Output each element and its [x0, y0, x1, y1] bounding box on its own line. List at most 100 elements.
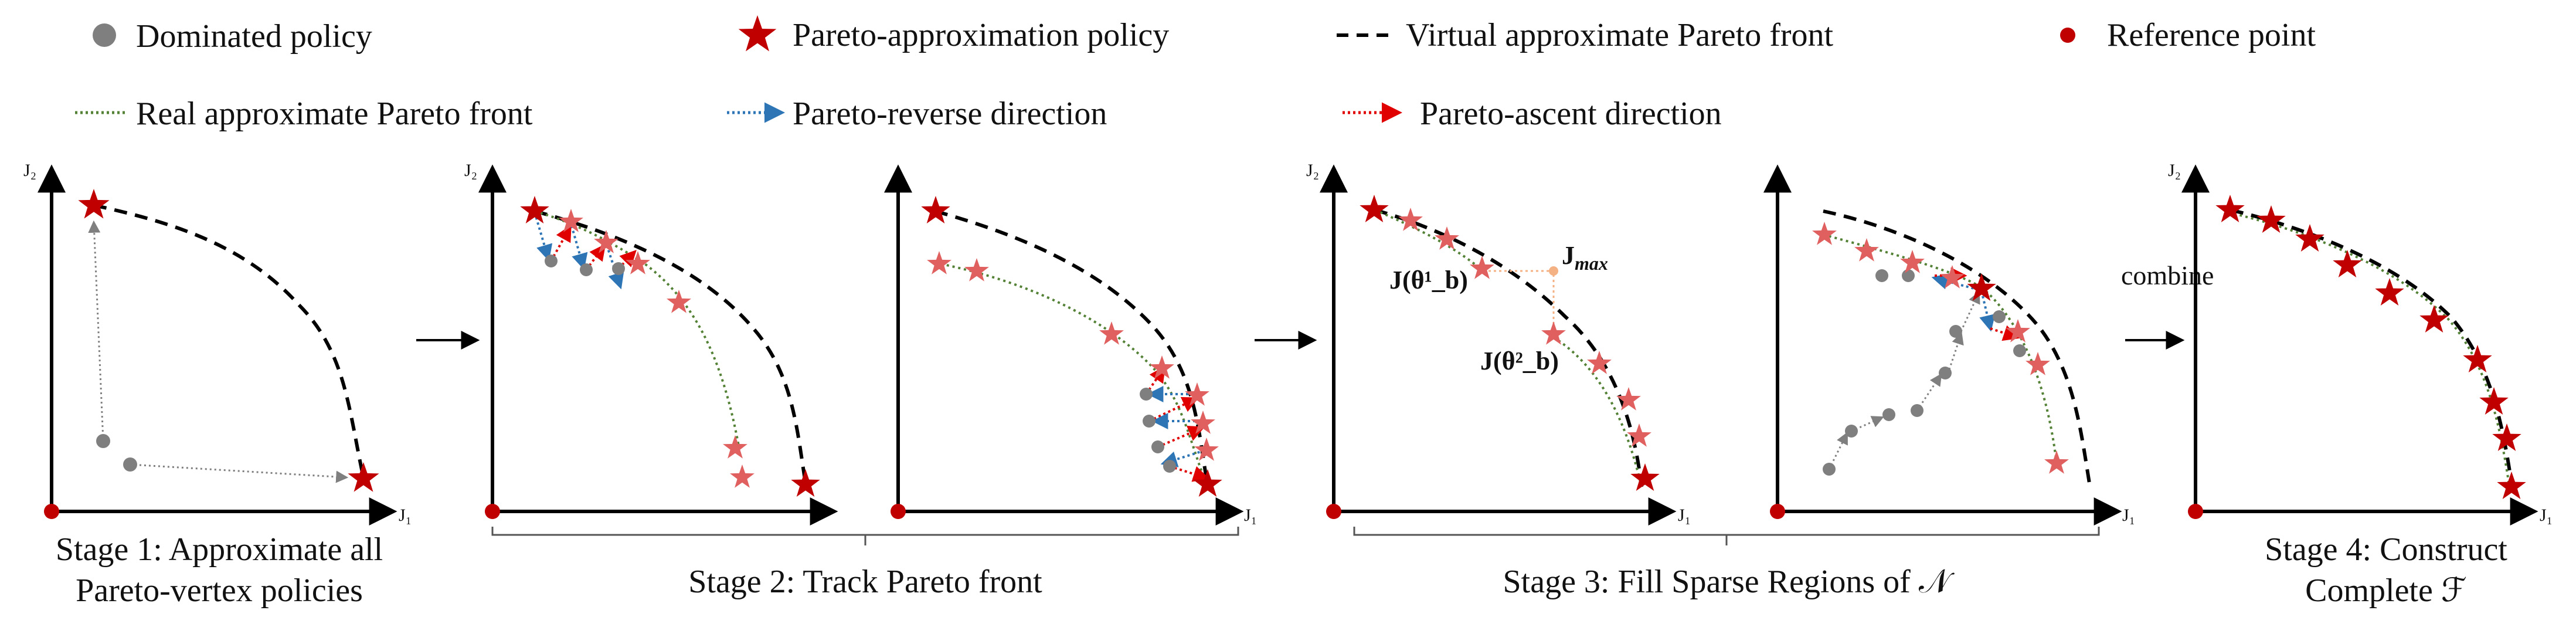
pareto-star	[2295, 224, 2324, 252]
caption-stage2: Stage 2: Track Pareto front	[688, 564, 1042, 600]
dominated-policy	[1993, 310, 2006, 323]
virtual-front	[534, 209, 808, 487]
x-axis-label: J₁	[1678, 506, 1691, 525]
pareto-star	[1587, 351, 1612, 374]
pareto-star	[1854, 238, 1879, 262]
legend-virtual-front: Virtual approximate Pareto front	[1337, 17, 1834, 53]
legend-ascent: Pareto-ascent direction	[1343, 96, 1722, 132]
virtual-front	[1823, 209, 2092, 487]
stage3-bracket	[1353, 527, 2100, 545]
panel-stage4: J₂ J₁	[2168, 161, 2553, 525]
jmax-point	[1549, 266, 1558, 276]
real-front	[2228, 211, 2511, 490]
legend-reverse: Pareto-reverse direction	[727, 96, 1107, 132]
pareto-vertex-star	[78, 189, 110, 219]
pareto-star	[791, 469, 820, 497]
pareto-star	[1616, 387, 1641, 411]
legend-ascent-label: Pareto-ascent direction	[1420, 96, 1722, 132]
panel-stage3b: J₁	[1763, 164, 2135, 525]
panel-stage2b: J₁	[884, 164, 1257, 525]
legend-pareto-approx-label: Pareto-approximation policy	[793, 17, 1169, 53]
dominated-policy	[612, 262, 625, 275]
reference-point	[2188, 504, 2203, 519]
legend-reverse-label: Pareto-reverse direction	[793, 96, 1107, 132]
caption-stage4-line1: Stage 4: Construct	[2265, 531, 2507, 568]
dominated-policy	[545, 255, 558, 267]
virtual-front	[934, 209, 1209, 487]
pareto-star	[723, 435, 747, 459]
pareto-star	[2256, 205, 2286, 233]
dominated-policy	[96, 434, 110, 448]
pareto-star	[2479, 387, 2509, 415]
virtual-front	[1374, 208, 1643, 487]
pareto-star	[1940, 265, 1965, 289]
dominated-policy	[1939, 367, 1952, 379]
star-marker-icon	[738, 15, 777, 52]
x-axis-label: J₁	[399, 506, 412, 525]
pareto-star	[2044, 450, 2069, 474]
pareto-star	[1435, 226, 1459, 250]
pareto-star	[2497, 472, 2526, 500]
y-axis-label: J₂	[2168, 161, 2181, 180]
dominated-policy	[1845, 425, 1858, 438]
ascent-arrow	[1157, 425, 1205, 448]
pareto-star	[730, 465, 755, 488]
caption-stage3: Stage 3: Fill Sparse Regions of 𝒩	[1503, 564, 1955, 600]
legend-real-front: Real approximate Pareto front	[75, 96, 533, 132]
dominated-policy	[1949, 325, 1962, 338]
reverse-arrow	[1979, 290, 1996, 332]
reference-point	[485, 504, 500, 519]
pareto-star	[1099, 321, 1124, 345]
pareto-star	[1398, 208, 1423, 231]
pareto-vertex-star	[348, 462, 379, 492]
ascent-arrow	[1948, 332, 1964, 370]
ascent-arrow	[1855, 416, 1884, 430]
dominated-policy	[1140, 388, 1153, 401]
real-front	[1552, 336, 1643, 487]
caption-stage4-line2: Complete ℱ	[2305, 572, 2467, 609]
reference-point	[1326, 504, 1341, 519]
reference-point	[891, 504, 906, 519]
virtual-front	[93, 204, 365, 479]
dominated-policy	[1882, 408, 1895, 421]
ascent-arrow	[1828, 432, 1848, 470]
pareto-star	[1630, 463, 1660, 491]
y-axis-label: J₂	[23, 161, 36, 180]
reference-point	[44, 504, 59, 519]
dominated-policy	[1823, 463, 1836, 476]
ascent-arrow	[1169, 465, 1210, 482]
dominated-link	[130, 463, 349, 483]
pareto-star	[2375, 278, 2404, 306]
stage2-bracket	[491, 527, 1239, 545]
caption-stage1-line2: Pareto-vertex policies	[76, 572, 363, 609]
legend-real-front-label: Real approximate Pareto front	[136, 96, 533, 132]
legend-dominated-label: Dominated policy	[136, 18, 372, 55]
panel-stage2a: J₂	[464, 161, 838, 525]
real-front	[1823, 233, 1983, 289]
real-front	[940, 263, 1209, 487]
pareto-star	[667, 290, 691, 313]
ascent-arrow	[1960, 291, 1980, 332]
y-axis-label: J₂	[1306, 161, 1319, 180]
dominated-policy	[2013, 344, 2026, 357]
pareto-star	[520, 196, 549, 224]
jmax-label: Jmax	[1562, 241, 1608, 274]
reference-marker-icon	[2060, 28, 2075, 43]
dominated-policy	[1151, 440, 1164, 453]
dominated-policy	[1902, 269, 1915, 282]
pareto-star	[594, 230, 618, 253]
legend: Dominated policy Pareto-approximation po…	[75, 15, 2316, 132]
ascent-arrow	[1148, 396, 1199, 422]
pareto-star	[1150, 355, 1174, 379]
pareto-star	[2463, 345, 2492, 373]
reference-point	[1770, 504, 1785, 519]
reverse-arrow	[1160, 449, 1205, 467]
j-theta1-label: J(θ¹_b)	[1389, 266, 1468, 294]
reverse-arrow	[570, 225, 588, 270]
pareto-star	[1812, 222, 1837, 245]
pareto-star	[927, 251, 951, 274]
jmax-guide	[1483, 270, 1555, 334]
dominated-policy	[1875, 269, 1888, 282]
real-front	[534, 210, 740, 446]
pareto-star	[921, 196, 950, 224]
